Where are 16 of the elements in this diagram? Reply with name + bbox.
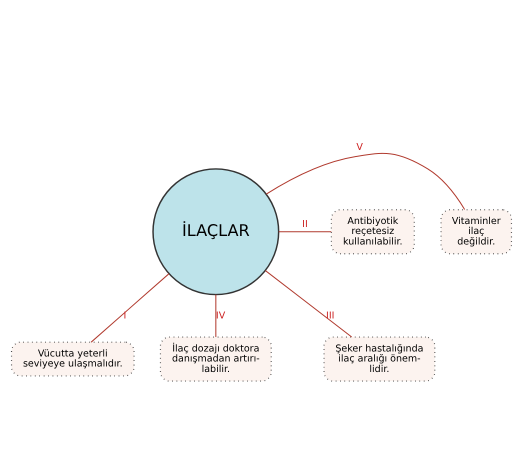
node-circle: İLAÇLAR <box>152 168 280 296</box>
edge-label: III <box>326 310 334 322</box>
node-box: İlaç dozajı doktora danışmadan artırı- labilir. <box>160 336 272 382</box>
connector <box>266 152 466 210</box>
edge-label: V <box>356 142 363 154</box>
connector <box>265 270 352 338</box>
connector <box>90 273 170 343</box>
node-box: Vücutta yeterli seviyeye ulaşmalıdır. <box>10 342 135 377</box>
connector <box>278 231 332 232</box>
edge-label: II <box>302 218 308 230</box>
node-box: Vitaminler ilaç değildir. <box>440 209 512 254</box>
connector <box>215 294 216 337</box>
edge-label: I <box>123 310 126 322</box>
edge-label: IV <box>216 310 226 322</box>
node-box: Şeker hastalığında ilaç aralığı önem- lidir. <box>323 336 436 382</box>
node-box: Antibiyotik reçetesiz kullanılabilir. <box>330 209 415 254</box>
